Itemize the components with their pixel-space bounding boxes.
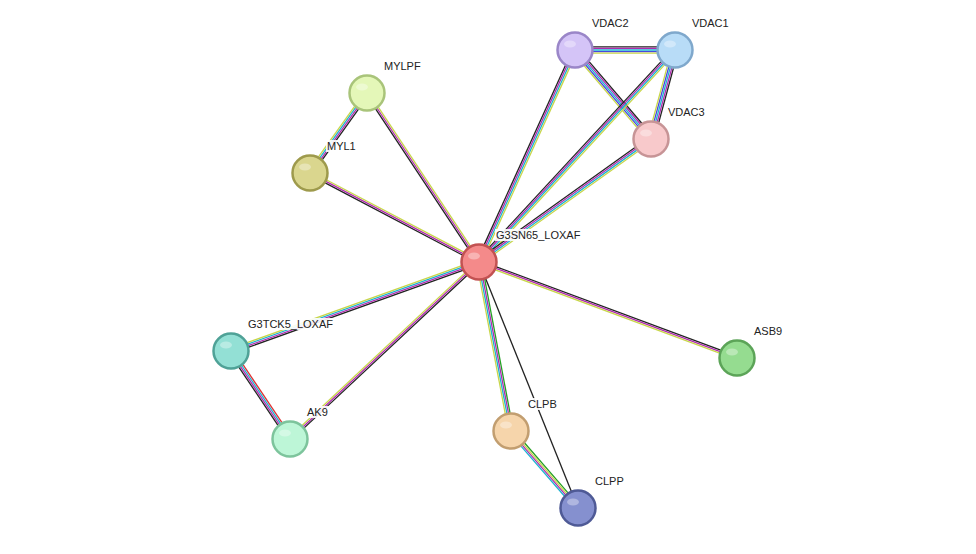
interaction-edge — [495, 267, 720, 353]
evidence-line — [489, 67, 570, 246]
node-label: G3TCK5_LOXAF — [247, 318, 334, 330]
node-label: VDAC1 — [691, 17, 730, 29]
evidence-line — [521, 446, 564, 496]
node-circle — [656, 31, 694, 69]
node-label: CLPB — [527, 398, 558, 410]
evidence-line — [487, 67, 568, 246]
protein-node: MYL1 — [291, 154, 329, 192]
evidence-line — [495, 270, 719, 353]
node-label: VDAC3 — [667, 106, 706, 118]
evidence-line — [242, 366, 281, 424]
evidence-line — [494, 150, 637, 252]
evidence-line — [593, 49, 657, 50]
evidence-line — [523, 444, 566, 494]
evidence-line — [322, 109, 358, 160]
evidence-line — [486, 279, 572, 492]
node-label: ASB9 — [753, 325, 783, 337]
evidence-line — [302, 273, 465, 425]
evidence-line — [378, 107, 470, 246]
evidence-line — [492, 148, 635, 250]
evidence-line — [491, 63, 663, 249]
interaction-edge — [247, 266, 463, 347]
evidence-line — [525, 443, 568, 493]
node-label: MYL1 — [326, 140, 357, 152]
protein-node: CLPB — [492, 412, 530, 450]
interaction-edge — [376, 107, 471, 248]
evidence-line — [321, 108, 357, 159]
evidence-line — [320, 107, 356, 158]
node-circle — [559, 489, 597, 527]
evidence-line — [495, 151, 638, 253]
evidence-line — [239, 367, 278, 425]
evidence-line — [326, 181, 463, 253]
interaction-edge — [239, 365, 282, 426]
interaction-edge — [318, 106, 358, 159]
evidence-line — [593, 51, 657, 52]
node-circle — [271, 420, 309, 458]
node-label: AK9 — [306, 406, 329, 418]
evidence-line — [493, 65, 665, 251]
evidence-line — [489, 62, 661, 248]
evidence-line — [593, 48, 657, 49]
interaction-edge — [489, 62, 664, 251]
node-circle — [291, 154, 329, 192]
interaction-edge — [302, 273, 467, 428]
interaction-edge — [486, 279, 572, 492]
evidence-line — [492, 64, 664, 250]
protein-node: VDAC3 — [632, 120, 670, 158]
evidence-line — [303, 274, 466, 426]
evidence-line — [327, 180, 464, 252]
node-circle — [632, 120, 670, 158]
node-label: MYLPF — [383, 60, 422, 72]
evidence-line — [304, 275, 467, 427]
evidence-line — [480, 280, 505, 414]
node-label: VDAC2 — [591, 17, 630, 29]
interaction-edge — [484, 65, 570, 246]
node-circle — [212, 332, 250, 370]
evidence-line — [593, 46, 657, 47]
node-label: CLPP — [594, 475, 625, 487]
protein-node: G3SN65_LOXAF — [460, 243, 498, 281]
evidence-line — [485, 279, 510, 413]
evidence-line — [484, 65, 565, 244]
interaction-edge — [480, 279, 510, 414]
protein-node: MYLPF — [348, 74, 386, 112]
protein-node: VDAC1 — [656, 31, 694, 69]
evidence-line — [377, 108, 469, 247]
evidence-line — [496, 268, 720, 351]
evidence-line — [593, 53, 657, 54]
node-circle — [348, 74, 386, 112]
interaction-edge — [325, 180, 464, 255]
evidence-line — [376, 109, 468, 248]
evidence-line — [496, 267, 720, 350]
evidence-line — [243, 365, 282, 423]
interaction-edge — [492, 148, 638, 254]
evidence-line — [247, 266, 461, 343]
evidence-line — [483, 280, 508, 414]
interaction-edge — [593, 47, 657, 53]
node-circle — [492, 412, 530, 450]
protein-node: ASB9 — [718, 339, 756, 377]
node-circle — [718, 339, 756, 377]
protein-node: CLPP — [559, 489, 597, 527]
protein-node: G3TCK5_LOXAF — [212, 332, 250, 370]
evidence-line — [493, 149, 636, 251]
interaction-edge — [521, 443, 568, 496]
protein-node: AK9 — [271, 420, 309, 458]
node-circle — [556, 31, 594, 69]
node-circle — [460, 243, 498, 281]
evidence-line — [522, 445, 565, 495]
node-label: G3SN65_LOXAF — [495, 229, 581, 241]
evidence-line — [325, 183, 462, 255]
evidence-line — [240, 366, 279, 424]
protein-node: VDAC2 — [556, 31, 594, 69]
evidence-line — [486, 66, 567, 245]
